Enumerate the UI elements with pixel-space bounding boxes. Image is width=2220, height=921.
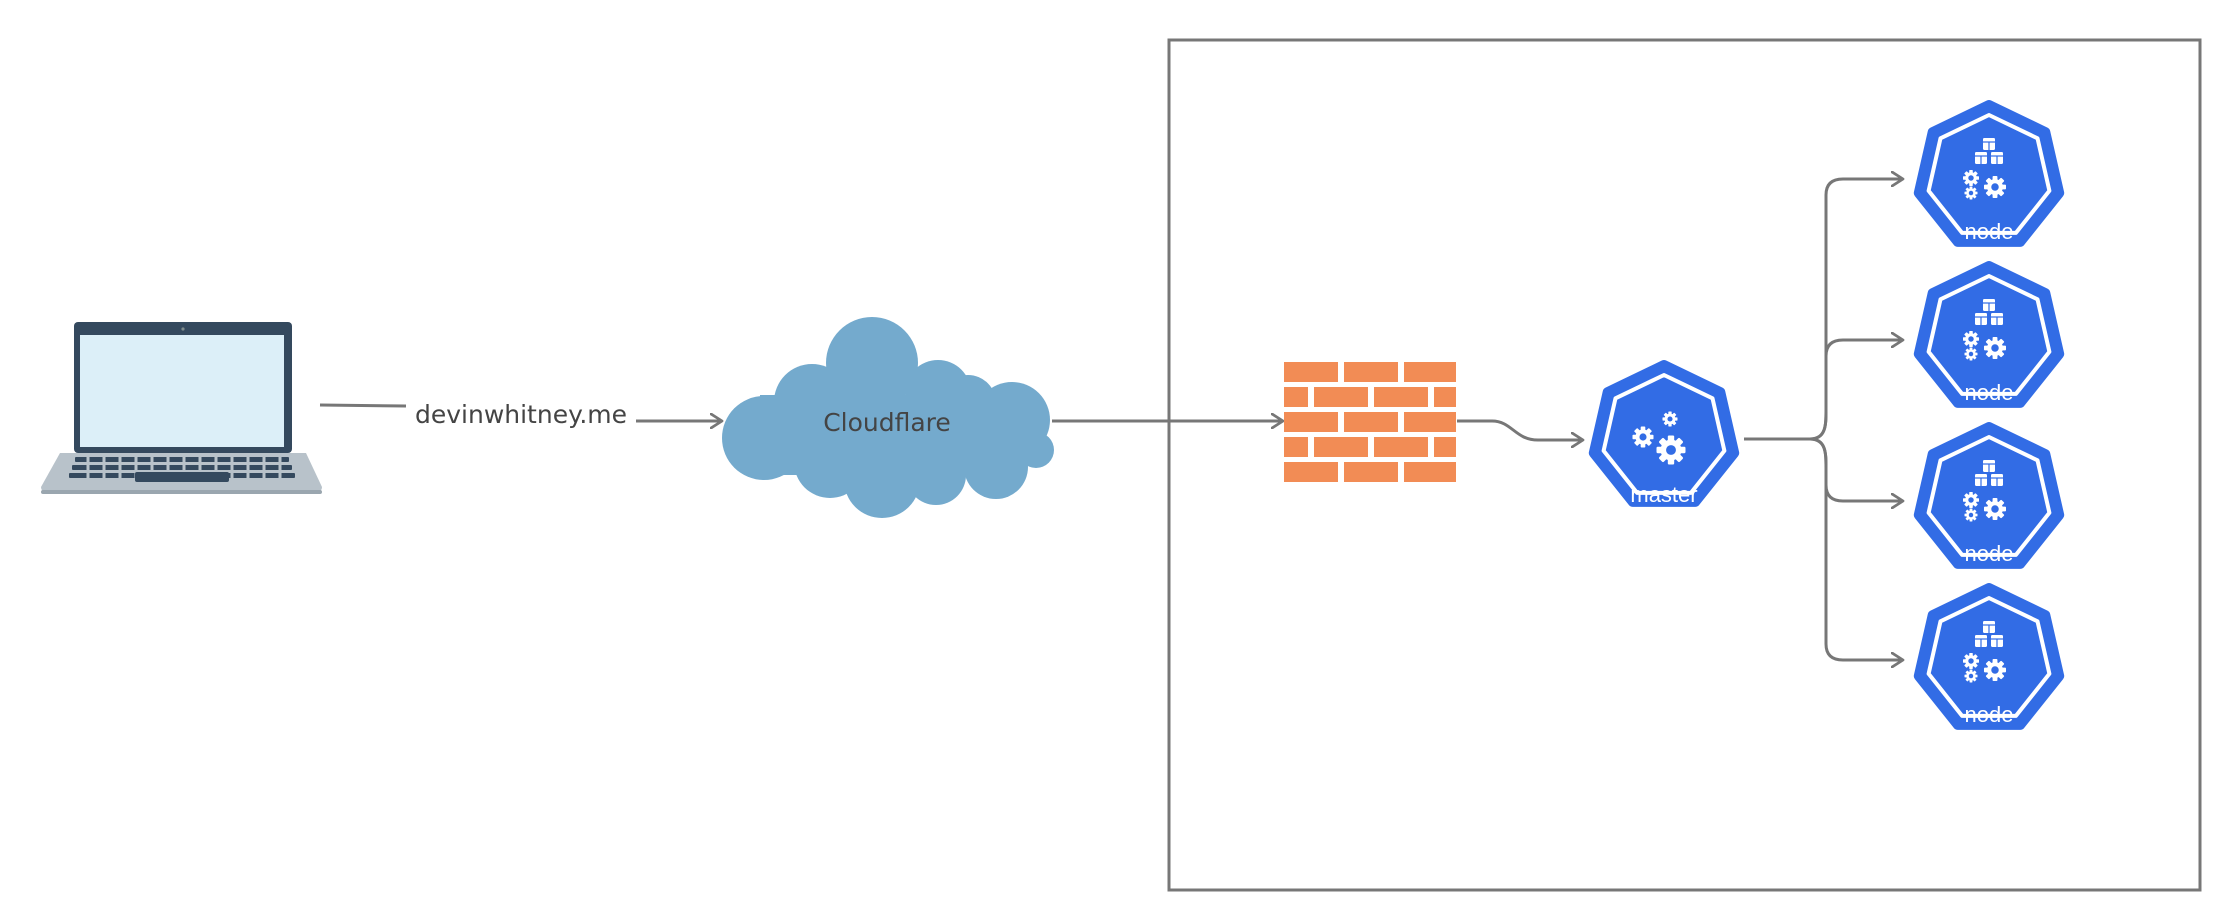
node-label: node xyxy=(1965,702,2014,727)
connector-laptop-to-cloudflare xyxy=(319,403,722,421)
node-label: node xyxy=(1965,380,2014,405)
node-label: node xyxy=(1965,219,2014,244)
connection-label: devinwhitney.me xyxy=(415,400,627,429)
master-label: master xyxy=(1630,482,1697,507)
connector-firewall-to-master xyxy=(1457,419,1583,440)
connectors-master-to-nodes xyxy=(1744,179,1903,660)
laptop-icon xyxy=(41,322,322,494)
firewall-brick-icon xyxy=(1284,362,1456,482)
node-label: node xyxy=(1965,541,2014,566)
cloud-label: Cloudflare xyxy=(823,408,951,437)
cloud-icon xyxy=(722,317,1054,518)
cluster-boundary xyxy=(1167,38,2202,892)
